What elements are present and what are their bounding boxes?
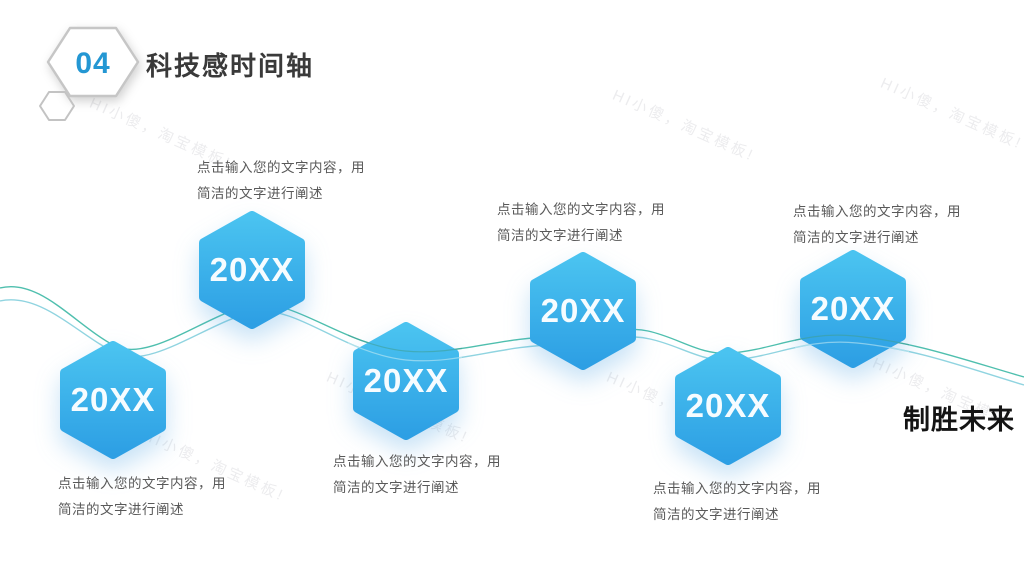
timeline-year-label: 20XX — [810, 290, 896, 327]
closing-label: 制胜未来 — [903, 405, 1015, 435]
hexagon-shape — [60, 341, 166, 459]
timeline-node-4[interactable]: 20XX — [527, 251, 639, 371]
timeline-caption-4[interactable]: 点击输入您的文字内容，用 简洁的文字进行阐述 — [497, 197, 702, 249]
timeline-year-label: 20XX — [363, 362, 449, 399]
timeline-caption-5[interactable]: 点击输入您的文字内容，用 简洁的文字进行阐述 — [653, 476, 858, 528]
caption-line: 点击输入您的文字内容，用 — [497, 202, 665, 217]
caption-line: 简洁的文字进行阐述 — [58, 502, 184, 517]
section-number-badge: 04 — [28, 18, 148, 130]
timeline-node-6[interactable]: 20XX — [797, 249, 909, 369]
hexagon-shape — [675, 347, 781, 465]
slide-title: 科技感时间轴 — [146, 51, 315, 81]
timeline-node-5[interactable]: 20XX — [672, 346, 784, 466]
timeline-caption-1[interactable]: 点击输入您的文字内容，用 简洁的文字进行阐述 — [58, 471, 263, 523]
caption-line: 简洁的文字进行阐述 — [653, 507, 779, 522]
caption-line: 点击输入您的文字内容，用 — [197, 160, 365, 175]
timeline-year-label: 20XX — [70, 381, 156, 418]
timeline-caption-6[interactable]: 点击输入您的文字内容，用 简洁的文字进行阐述 — [793, 199, 998, 251]
hexagon-shape — [199, 211, 305, 329]
timeline-node-1[interactable]: 20XX — [57, 340, 169, 460]
timeline-year-label: 20XX — [540, 292, 626, 329]
timeline-year-label: 20XX — [685, 387, 771, 424]
timeline-node-2[interactable]: 20XX — [196, 210, 308, 330]
badge-small-hexagon-outline — [39, 91, 75, 121]
timeline-caption-3[interactable]: 点击输入您的文字内容，用 简洁的文字进行阐述 — [333, 449, 538, 501]
timeline-year-label: 20XX — [209, 251, 295, 288]
caption-line: 简洁的文字进行阐述 — [197, 186, 323, 201]
caption-line: 点击输入您的文字内容，用 — [793, 204, 961, 219]
timeline-node-3[interactable]: 20XX — [350, 321, 462, 441]
caption-line: 点击输入您的文字内容，用 — [333, 454, 501, 469]
badge-hexagon-outline — [46, 26, 140, 98]
timeline-caption-2[interactable]: 点击输入您的文字内容，用 简洁的文字进行阐述 — [197, 155, 402, 207]
caption-line: 简洁的文字进行阐述 — [497, 228, 623, 243]
caption-line: 简洁的文字进行阐述 — [793, 230, 919, 245]
caption-line: 点击输入您的文字内容，用 — [653, 481, 821, 496]
caption-line: 简洁的文字进行阐述 — [333, 480, 459, 495]
section-number: 04 — [75, 47, 111, 80]
caption-line: 点击输入您的文字内容，用 — [58, 476, 226, 491]
